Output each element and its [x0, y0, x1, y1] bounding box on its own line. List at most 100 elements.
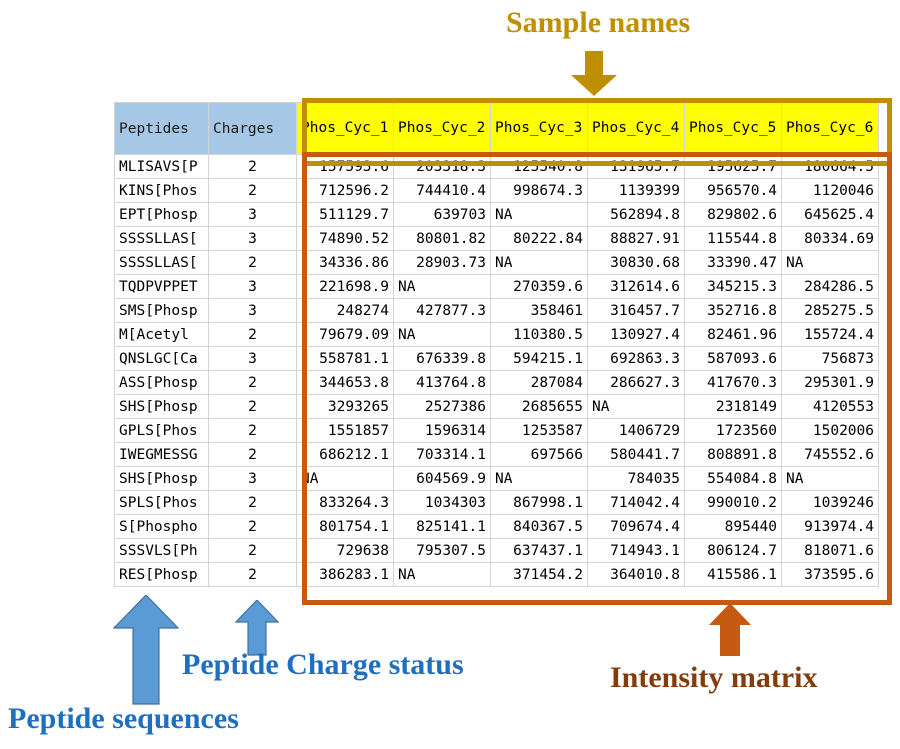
cell-intensity[interactable]: 80801.82: [393, 226, 491, 251]
cell-intensity[interactable]: 686212.1: [296, 442, 394, 467]
cell-charge[interactable]: 2: [208, 418, 297, 443]
cell-peptide[interactable]: IWEGMESSG: [114, 442, 209, 467]
cell-intensity[interactable]: 131965.7: [587, 154, 685, 179]
cell-intensity[interactable]: 594215.1: [490, 346, 588, 371]
cell-intensity[interactable]: 125540.8: [490, 154, 588, 179]
cell-intensity[interactable]: 756873: [781, 346, 879, 371]
cell-intensity[interactable]: 818071.6: [781, 538, 879, 563]
cell-intensity[interactable]: 2527386: [393, 394, 491, 419]
cell-peptide[interactable]: SHS[Phosp: [114, 466, 209, 491]
cell-intensity[interactable]: 808891.8: [684, 442, 782, 467]
cell-intensity[interactable]: 712596.2: [296, 178, 394, 203]
cell-intensity[interactable]: 352716.8: [684, 298, 782, 323]
cell-intensity[interactable]: 1596314: [393, 418, 491, 443]
cell-intensity[interactable]: 697566: [490, 442, 588, 467]
cell-intensity[interactable]: 180664.5: [781, 154, 879, 179]
cell-intensity[interactable]: 745552.6: [781, 442, 879, 467]
column-header-sample-2[interactable]: Phos_Cyc_2: [393, 102, 491, 155]
cell-intensity[interactable]: 284286.5: [781, 274, 879, 299]
column-header-sample-1[interactable]: Phos_Cyc_1: [296, 102, 394, 155]
cell-intensity[interactable]: 80222.84: [490, 226, 588, 251]
cell-intensity[interactable]: 344653.8: [296, 370, 394, 395]
cell-intensity[interactable]: 703314.1: [393, 442, 491, 467]
cell-intensity[interactable]: 1551857: [296, 418, 394, 443]
cell-charge[interactable]: 2: [208, 370, 297, 395]
cell-intensity[interactable]: 676339.8: [393, 346, 491, 371]
cell-intensity[interactable]: 833264.3: [296, 490, 394, 515]
cell-intensity[interactable]: 80334.69: [781, 226, 879, 251]
cell-peptide[interactable]: RES[Phosp: [114, 562, 209, 587]
cell-intensity[interactable]: NA: [587, 394, 685, 419]
cell-intensity[interactable]: 562894.8: [587, 202, 685, 227]
cell-intensity[interactable]: 157593.6: [296, 154, 394, 179]
cell-charge[interactable]: 2: [208, 514, 297, 539]
column-header-sample-5[interactable]: Phos_Cyc_5: [684, 102, 782, 155]
cell-intensity[interactable]: NA: [490, 250, 588, 275]
cell-intensity[interactable]: 371454.2: [490, 562, 588, 587]
spreadsheet-table[interactable]: Peptides Charges Phos_Cyc_1 Phos_Cyc_2 P…: [114, 102, 879, 587]
cell-intensity[interactable]: NA: [393, 562, 491, 587]
cell-intensity[interactable]: 511129.7: [296, 202, 394, 227]
column-header-charges[interactable]: Charges: [208, 102, 297, 155]
cell-intensity[interactable]: 221698.9: [296, 274, 394, 299]
cell-intensity[interactable]: 637437.1: [490, 538, 588, 563]
cell-intensity[interactable]: 195625.7: [684, 154, 782, 179]
cell-intensity[interactable]: NA: [781, 466, 879, 491]
cell-charge[interactable]: 2: [208, 490, 297, 515]
cell-intensity[interactable]: NA: [490, 202, 588, 227]
cell-peptide[interactable]: KINS[Phos: [114, 178, 209, 203]
cell-peptide[interactable]: EPT[Phosp: [114, 202, 209, 227]
cell-intensity[interactable]: 155724.4: [781, 322, 879, 347]
cell-intensity[interactable]: 1723560: [684, 418, 782, 443]
cell-intensity[interactable]: 286627.3: [587, 370, 685, 395]
cell-intensity[interactable]: 714042.4: [587, 490, 685, 515]
cell-intensity[interactable]: 744410.4: [393, 178, 491, 203]
cell-intensity[interactable]: 1039246: [781, 490, 879, 515]
cell-intensity[interactable]: 110380.5: [490, 322, 588, 347]
cell-intensity[interactable]: 415586.1: [684, 562, 782, 587]
cell-intensity[interactable]: 1139399: [587, 178, 685, 203]
cell-peptide[interactable]: GPLS[Phos: [114, 418, 209, 443]
cell-peptide[interactable]: QNSLGC[Ca: [114, 346, 209, 371]
cell-intensity[interactable]: 270359.6: [490, 274, 588, 299]
cell-intensity[interactable]: 692863.3: [587, 346, 685, 371]
cell-intensity[interactable]: 2318149: [684, 394, 782, 419]
cell-intensity[interactable]: 248274: [296, 298, 394, 323]
cell-intensity[interactable]: 825141.1: [393, 514, 491, 539]
cell-intensity[interactable]: 580441.7: [587, 442, 685, 467]
cell-intensity[interactable]: 3293265: [296, 394, 394, 419]
cell-intensity[interactable]: 784035: [587, 466, 685, 491]
cell-intensity[interactable]: 115544.8: [684, 226, 782, 251]
cell-charge[interactable]: 3: [208, 202, 297, 227]
cell-intensity[interactable]: 604569.9: [393, 466, 491, 491]
cell-intensity[interactable]: 413764.8: [393, 370, 491, 395]
column-header-sample-6[interactable]: Phos_Cyc_6: [781, 102, 879, 155]
cell-intensity[interactable]: 801754.1: [296, 514, 394, 539]
cell-intensity[interactable]: 2685655: [490, 394, 588, 419]
cell-charge[interactable]: 3: [208, 274, 297, 299]
cell-intensity[interactable]: 587093.6: [684, 346, 782, 371]
cell-intensity[interactable]: 956570.4: [684, 178, 782, 203]
cell-intensity[interactable]: 287084: [490, 370, 588, 395]
cell-intensity[interactable]: NA: [296, 466, 394, 491]
cell-intensity[interactable]: 806124.7: [684, 538, 782, 563]
cell-intensity[interactable]: 639703: [393, 202, 491, 227]
cell-intensity[interactable]: 79679.09: [296, 322, 394, 347]
cell-peptide[interactable]: TQDPVPPET: [114, 274, 209, 299]
cell-intensity[interactable]: 417670.3: [684, 370, 782, 395]
cell-intensity[interactable]: 913974.4: [781, 514, 879, 539]
cell-intensity[interactable]: 1120046: [781, 178, 879, 203]
cell-charge[interactable]: 2: [208, 394, 297, 419]
cell-intensity[interactable]: 312614.6: [587, 274, 685, 299]
cell-charge[interactable]: 2: [208, 250, 297, 275]
cell-intensity[interactable]: NA: [393, 274, 491, 299]
